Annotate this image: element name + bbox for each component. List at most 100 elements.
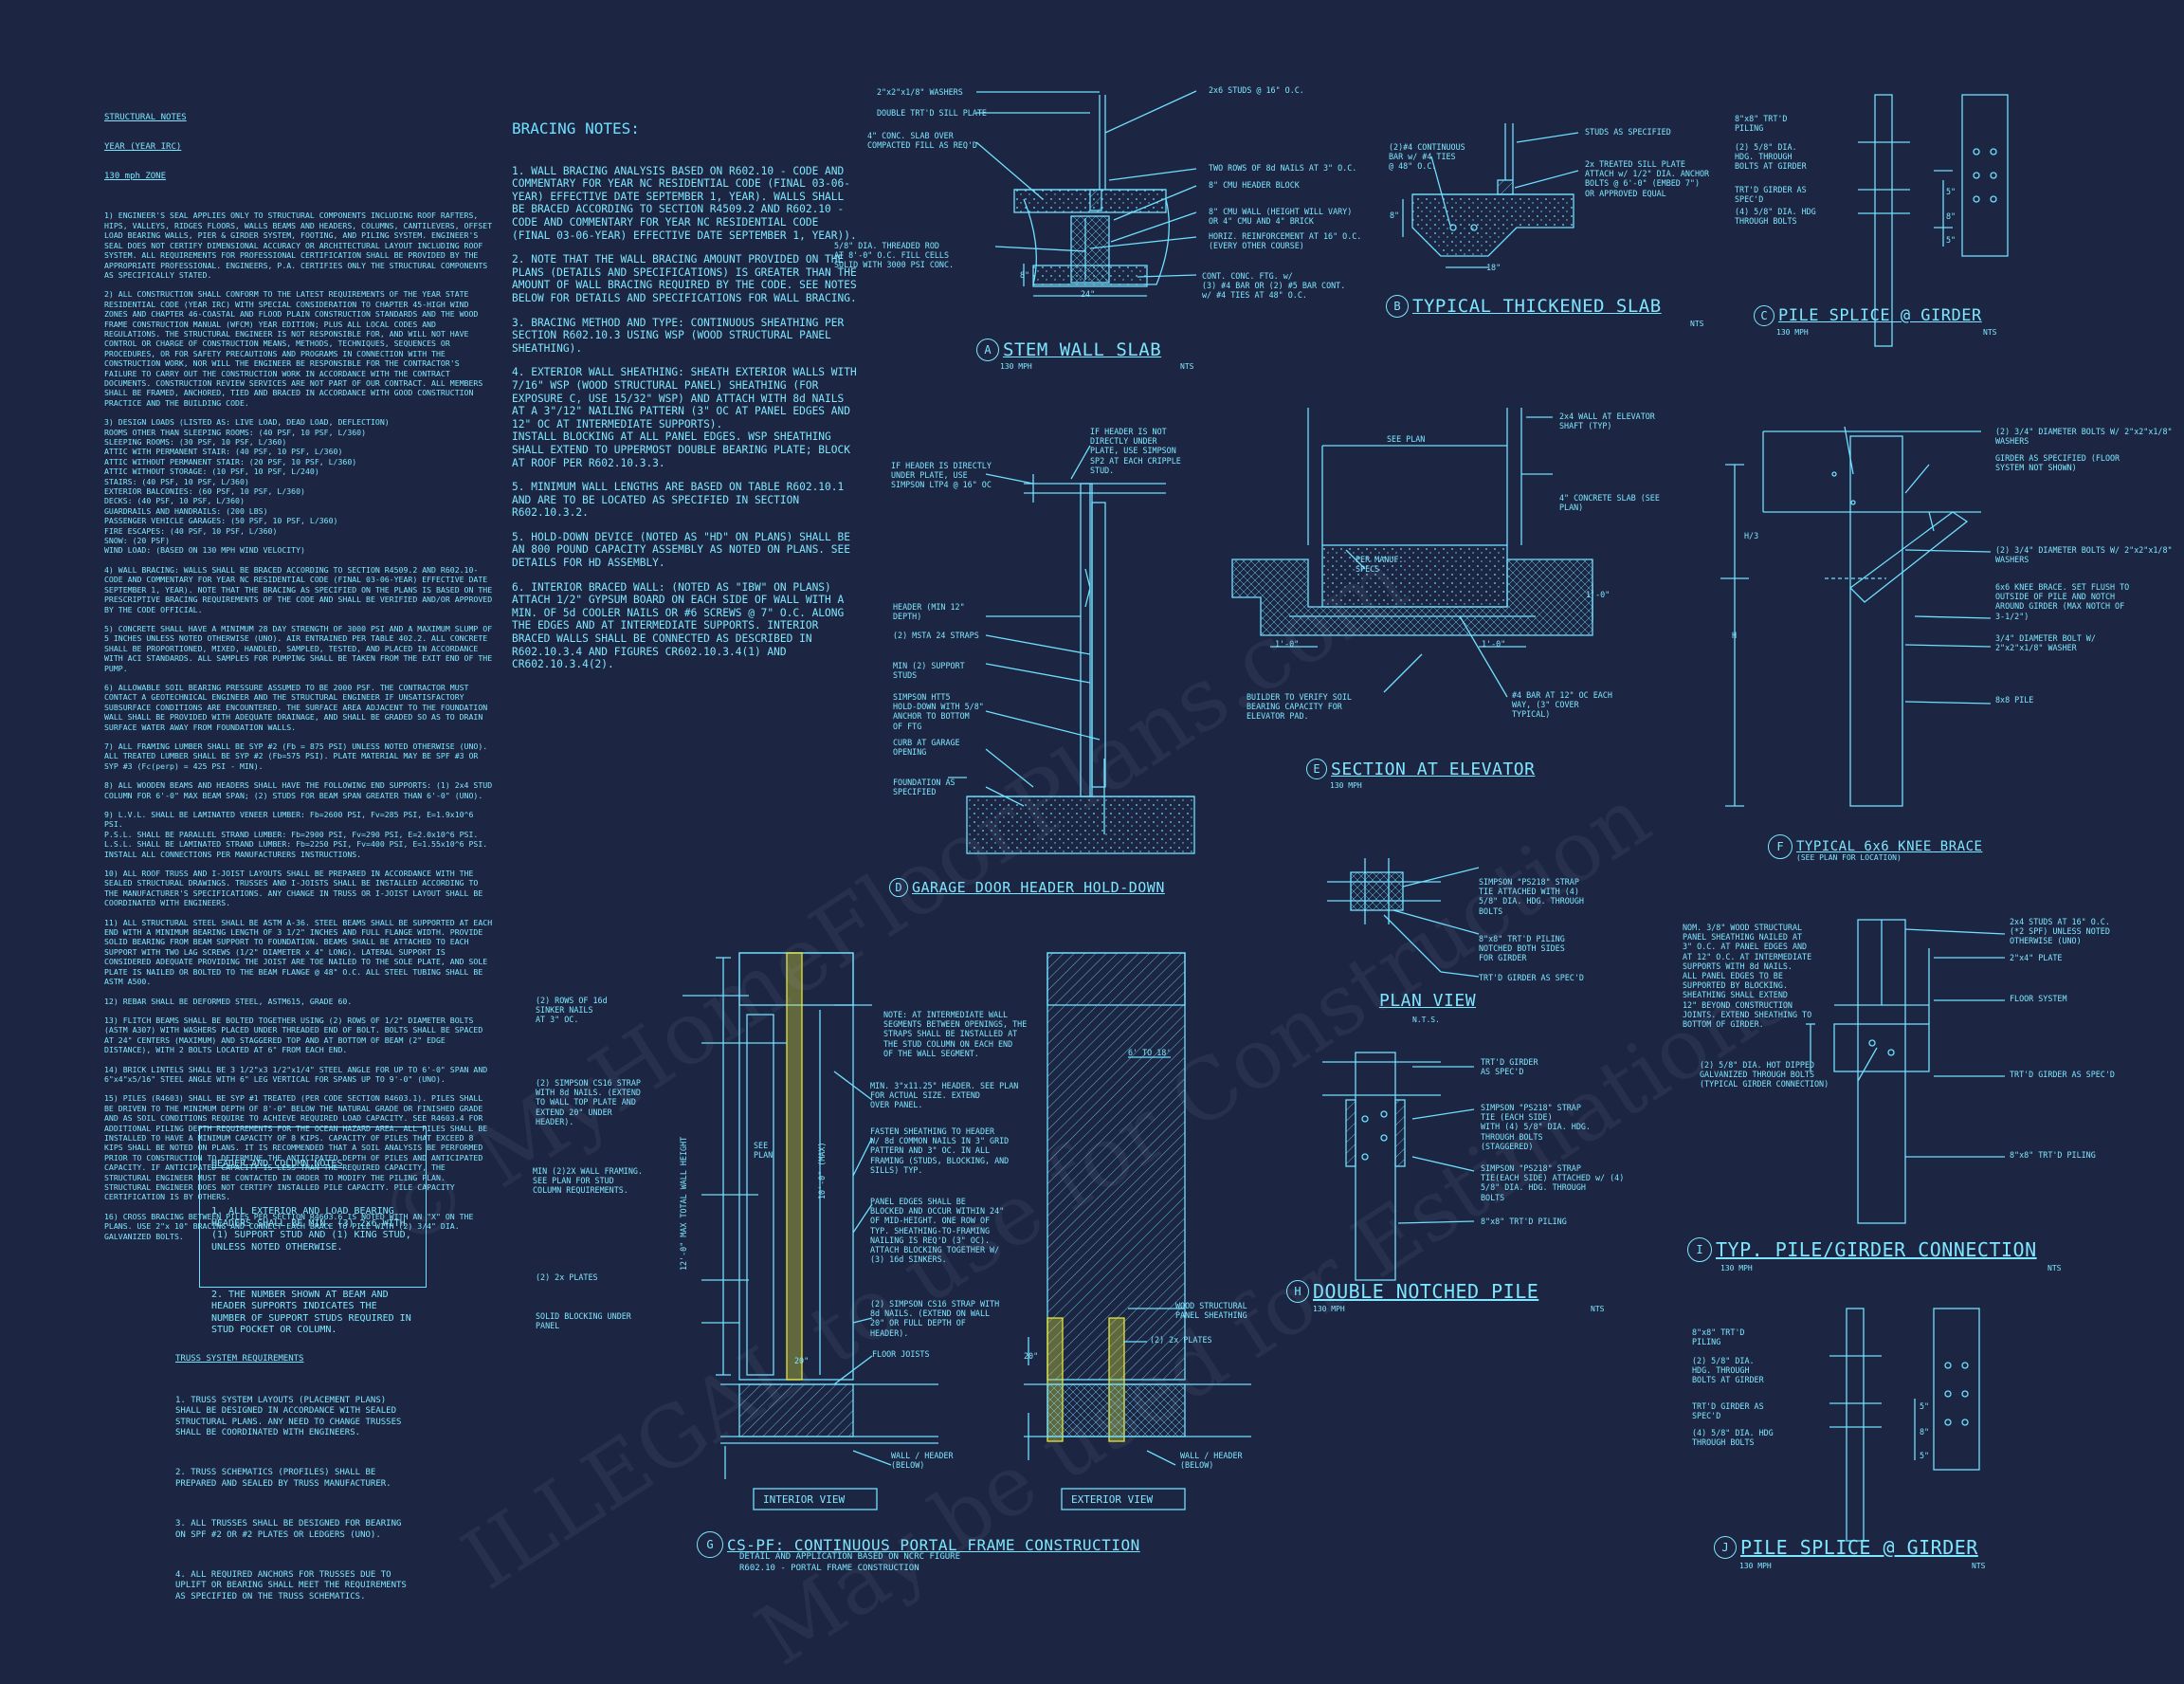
detail-a-label-8: 8" CMU WALL (HEIGHT WILL VARY) OR 4" CMU… bbox=[1209, 207, 1353, 227]
bracing-note-2: 2. NOTE THAT THE WALL BRACING AMOUNT PRO… bbox=[512, 253, 864, 304]
detail-h-marker: H bbox=[1286, 1280, 1309, 1303]
truss-note-1: 1. TRUSS SYSTEM LAYOUTS (PLACEMENT PLANS… bbox=[175, 1396, 407, 1438]
detail-i-nts: NTS bbox=[2048, 1264, 2062, 1272]
detail-f-sub: (SEE PLAN FOR LOCATION) bbox=[1796, 853, 1902, 862]
truss-notes: TRUSS SYSTEM REQUIREMENTS 1. TRUSS SYSTE… bbox=[175, 1332, 412, 1624]
detail-g-label-19: 10'-0" (MAX) bbox=[817, 1142, 827, 1199]
detail-e-label-6: #4 BAR AT 12" OC EACH WAY, (3" COVER TYP… bbox=[1512, 690, 1612, 720]
structural-notes-title: STRUCTURAL NOTES bbox=[104, 112, 187, 122]
detail-a-label-12: 8" bbox=[1020, 270, 1030, 280]
structural-notes-year: YEAR (YEAR IRC) bbox=[104, 142, 182, 153]
bracing-notes-title: BRACING NOTES: bbox=[512, 119, 640, 137]
detail-g-label-20: 20" bbox=[794, 1356, 810, 1365]
detail-f-name: TYPICAL 6x6 KNEE BRACE bbox=[1796, 839, 1983, 854]
detail-b-label-5: 8" bbox=[1390, 210, 1400, 220]
detail-j-label-7: 5" bbox=[1920, 1451, 1930, 1460]
detail-e-label-3: 4" CONCRETE SLAB (SEE PLAN) bbox=[1559, 493, 1660, 513]
detail-g-label-4: (2) 2x PLATES bbox=[536, 1272, 598, 1282]
bracing-note-6: 5. HOLD-DOWN DEVICE (NOTED AS "HD" ON PL… bbox=[512, 530, 857, 570]
detail-b-label-2: STUDS AS SPECIFIED bbox=[1585, 127, 1671, 137]
detail-c-marker: C bbox=[1754, 305, 1774, 326]
detail-e-label-9: 1'-0" bbox=[1586, 590, 1611, 599]
detail-j-sub: 130 MPH bbox=[1739, 1562, 1772, 1570]
detail-g-drawing bbox=[682, 952, 1251, 1510]
structural-note-7: 7) ALL FRAMING LUMBER SHALL BE SYP #2 (F… bbox=[104, 741, 493, 771]
detail-b-marker: B bbox=[1386, 295, 1409, 318]
detail-g-label-11: FLOOR JOISTS bbox=[872, 1349, 930, 1359]
detail-e-name: SECTION AT ELEVATOR bbox=[1331, 759, 1536, 779]
detail-g-label-8: FASTEN SHEATHING TO HEADER W/ 8d COMMON … bbox=[870, 1126, 1010, 1175]
detail-c-sub: 130 MPH bbox=[1776, 328, 1809, 337]
detail-b-nts: NTS bbox=[1690, 320, 1704, 328]
detail-g-label-16: 6' TO 18' bbox=[1128, 1048, 1172, 1057]
truss-notes-title: TRUSS SYSTEM REQUIREMENTS bbox=[175, 1353, 304, 1364]
detail-b-label-4: 18" bbox=[1486, 263, 1502, 272]
bracing-note-7: 6. INTERIOR BRACED WALL: (NOTED AS "IBW"… bbox=[512, 580, 850, 671]
detail-d-label-7: CURB AT GARAGE OPENING bbox=[893, 738, 960, 758]
detail-j-marker: J bbox=[1714, 1536, 1737, 1559]
truss-note-3: 3. ALL TRUSSES SHALL BE DESIGNED FOR BEA… bbox=[175, 1519, 407, 1540]
detail-e-label-8: 1'-0" bbox=[1482, 639, 1506, 649]
structural-note-5: 5) CONCRETE SHALL HAVE A MINIMUM 28 DAY … bbox=[104, 623, 498, 673]
bracing-notes: BRACING NOTES: 1. WALL BRACING ANALYSIS … bbox=[512, 101, 863, 703]
detail-c-drawing bbox=[1858, 94, 2009, 347]
detail-j-name: PILE SPLICE @ GIRDER bbox=[1740, 1536, 1978, 1559]
detail-h-sub: 130 MPH bbox=[1313, 1305, 1345, 1313]
detail-f-label-7: H/3 bbox=[1744, 531, 1759, 540]
detail-a-title: A STEM WALL SLAB bbox=[976, 339, 1161, 361]
detail-g-label-2: (2) SIMPSON CS16 STRAP WITH 8d NAILS. (E… bbox=[536, 1078, 641, 1126]
structural-note-8: 8) ALL WOODEN BEAMS AND HEADERS SHALL HA… bbox=[104, 780, 498, 800]
structural-notes-zone: 130 mph ZONE bbox=[104, 172, 167, 182]
detail-e-title: E SECTION AT ELEVATOR bbox=[1306, 759, 1535, 779]
detail-c-label-5: 5" bbox=[1946, 187, 1956, 196]
bracing-note-5: 5. MINIMUM WALL LENGTHS ARE BASED ON TAB… bbox=[512, 481, 850, 520]
detail-g-label-9: PANEL EDGES SHALL BE BLOCKED AND OCCUR W… bbox=[870, 1197, 1005, 1265]
detail-e-sub: 130 MPH bbox=[1330, 781, 1362, 790]
detail-h-nts: NTS bbox=[1591, 1305, 1605, 1313]
detail-b-drawing bbox=[1402, 123, 1579, 268]
blueprint-sheet: STRUCTURAL NOTES YEAR (YEAR IRC) 130 mph… bbox=[104, 85, 2173, 1684]
detail-h-label-3: TRT'D GIRDER AS SPEC'D bbox=[1479, 973, 1584, 982]
detail-g-label-12: WALL / HEADER (BELOW) bbox=[891, 1451, 954, 1471]
detail-a-label-7: 8" CMU HEADER BLOCK bbox=[1209, 180, 1300, 190]
detail-c-label-1: 8"x8" TRT'D PILING bbox=[1735, 114, 1788, 134]
detail-f-label-5: 3/4" DIAMETER BOLT W/ 2"x2"x1/8" WASHER bbox=[1995, 633, 2096, 653]
detail-g-label-13: WOOD STRUCTURAL PANEL SHEATHING bbox=[1175, 1301, 1247, 1321]
plan-view-title: PLAN VIEW bbox=[1379, 991, 1477, 1011]
detail-e-label-5: BUILDER TO VERIFY SOIL BEARING CAPACITY … bbox=[1247, 692, 1352, 722]
structural-note-1: 1) ENGINEER'S SEAL APPLIES ONLY TO STRUC… bbox=[104, 210, 498, 280]
detail-h-label-7: 8"x8" TRT'D PILING bbox=[1481, 1217, 1567, 1226]
detail-b-label-1: (2)#4 CONTINUOUS BAR w/ #4 TIES @ 48" O.… bbox=[1389, 142, 1465, 172]
detail-c-label-6: 8" bbox=[1946, 211, 1956, 221]
detail-e-label-4: PER MANUF. SPECS bbox=[1356, 555, 1404, 575]
detail-g-label-15: WALL / HEADER (BELOW) bbox=[1180, 1451, 1243, 1471]
detail-i-label-5: (2) 5/8" DIA. HOT DIPPED GALVANIZED THRO… bbox=[1700, 1060, 1829, 1089]
detail-f-label-3: (2) 3/4" DIAMETER BOLTS W/ 2"x2"x1/8" WA… bbox=[1995, 545, 2173, 565]
detail-j-title: J PILE SPLICE @ GIRDER bbox=[1714, 1536, 1978, 1559]
structural-note-11: 11) ALL STRUCTURAL STEEL SHALL BE ASTM A… bbox=[104, 917, 498, 987]
detail-g-label-17: SEE PLAN bbox=[754, 1141, 774, 1161]
detail-e-label-1: SEE PLAN bbox=[1387, 434, 1426, 444]
detail-c-label-4: (4) 5/8" DIA. HDG THROUGH BOLTS bbox=[1735, 207, 1816, 227]
header-note-2: 2. THE NUMBER SHOWN AT BEAM AND HEADER S… bbox=[211, 1289, 417, 1336]
detail-h-name: DOUBLE NOTCHED PILE bbox=[1313, 1280, 1539, 1303]
truss-note-4: 4. ALL REQUIRED ANCHORS FOR TRUSSES DUE … bbox=[175, 1569, 412, 1602]
detail-e-drawing bbox=[1231, 408, 1593, 698]
detail-j-label-6: 8" bbox=[1920, 1427, 1930, 1437]
detail-h-label-4: TRT'D GIRDER AS SPEC'D bbox=[1481, 1057, 1538, 1077]
detail-a-label-11: 24" bbox=[1081, 289, 1096, 299]
header-note-1: 1. ALL EXTERIOR AND LOAD BEARING HEADERS… bbox=[211, 1205, 417, 1253]
detail-c-label-7: 5" bbox=[1946, 235, 1956, 245]
structural-note-12: 12) REBAR SHALL BE DEFORMED STEEL, ASTM6… bbox=[104, 996, 353, 1006]
detail-d-label-6: SIMPSON HTT5 HOLD-DOWN WITH 5/8" ANCHOR … bbox=[893, 692, 984, 731]
detail-h-drawing bbox=[1322, 1052, 1475, 1281]
detail-a-label-3: 4" CONC. SLAB OVER COMPACTED FILL AS REQ… bbox=[867, 131, 977, 151]
detail-a-label-2: DOUBLE TRT'D SILL PLATE bbox=[877, 108, 987, 118]
detail-g-label-14: (2) 2x PLATES bbox=[1150, 1335, 1212, 1345]
detail-i-label-7: 8"x8" TRT'D PILING bbox=[2010, 1150, 2096, 1160]
plan-view-nts: N.T.S. bbox=[1412, 1016, 1440, 1024]
bracing-note-3: 3. BRACING METHOD AND TYPE: CONTINUOUS S… bbox=[512, 316, 850, 355]
structural-note-9: 9) L.V.L. SHALL BE LAMINATED VENEER LUMB… bbox=[104, 810, 488, 859]
detail-f-label-6: 8x8 PILE bbox=[1995, 695, 2034, 705]
detail-f-label-4: 6x6 KNEE BRACE. SET FLUSH TO OUTSIDE OF … bbox=[1995, 582, 2130, 621]
